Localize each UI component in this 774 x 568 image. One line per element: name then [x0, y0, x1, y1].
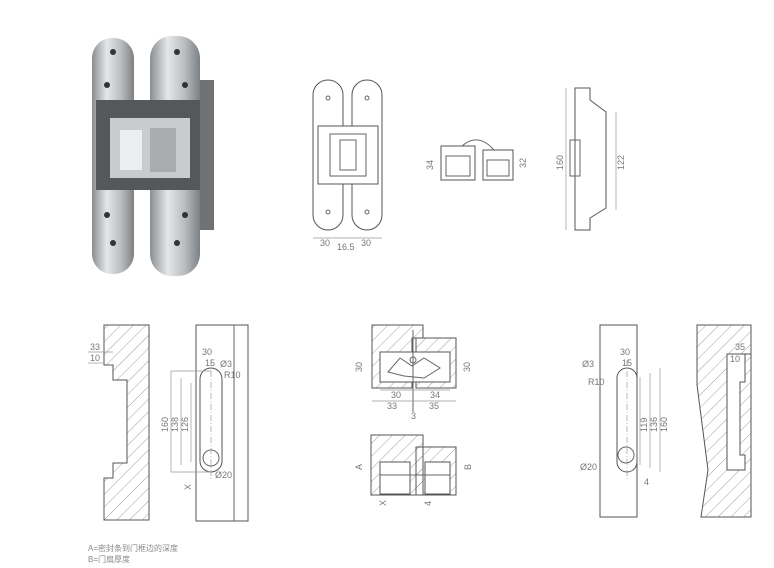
dim-plate-left: 30 — [320, 238, 330, 248]
hole-diameter: Ø3 — [220, 359, 232, 369]
legend-b: B=门扇厚度 — [88, 555, 131, 564]
dim-plan-30: 30 — [391, 390, 401, 400]
hinge-photo — [92, 36, 214, 276]
plan-section: 30 30 30 34 33 35 3 — [354, 324, 472, 421]
hole-diameter: Ø3 — [582, 359, 594, 369]
legend-a: A=密封条到门框边的深度 — [88, 544, 179, 553]
label-a: A — [354, 464, 364, 470]
dim-door-126: 126 — [180, 417, 190, 432]
dim-frame-10: 10 — [90, 353, 100, 363]
elevation-section: A B X 4 — [354, 434, 473, 506]
offset-4: 4 — [644, 477, 649, 487]
dim-door-30: 30 — [620, 347, 630, 357]
dim-side-body: 122 — [616, 155, 626, 170]
dim-door-119: 119 — [639, 418, 649, 432]
side-view: 160 122 — [555, 87, 626, 231]
dim-gap: 16.5 — [337, 242, 355, 252]
dim-top-left: 34 — [425, 160, 435, 170]
bore-diameter: Ø20 — [580, 462, 597, 472]
dim-door-30: 30 — [202, 347, 212, 357]
top-view: 34 32 — [425, 139, 528, 181]
dim-side-total: 160 — [555, 155, 565, 170]
label-b: B — [463, 464, 473, 470]
dim-door-15: 15 — [205, 358, 215, 368]
dim-plan-gap: 3 — [411, 411, 416, 421]
dim-plan-33: 33 — [387, 401, 397, 411]
dim-frame-33: 33 — [90, 342, 100, 352]
legend: A=密封条到门框边的深度 B=门扇厚度 — [88, 543, 178, 565]
frame-section-right: 35 10 — [696, 324, 752, 518]
dim-top-right: 32 — [518, 158, 528, 168]
offset-x: X — [378, 500, 388, 506]
dim-plan-right: 30 — [462, 362, 472, 372]
dim-plan-35: 35 — [429, 401, 439, 411]
offset-x: X — [183, 484, 193, 490]
dim-door-160: 160 — [160, 417, 170, 432]
door-right: 30 15 Ø3 R10 119 136 160 Ø20 4 — [580, 324, 669, 518]
dim-door-160: 160 — [659, 417, 669, 432]
dim-plan-34: 34 — [430, 390, 440, 400]
bore-diameter: Ø20 — [215, 470, 232, 480]
dim-door-136: 136 — [649, 417, 659, 432]
radius-label: R10 — [588, 377, 605, 387]
dim-plan-left: 30 — [354, 362, 364, 372]
dim-frame-10: 10 — [730, 354, 740, 364]
dim-plate-right: 30 — [361, 238, 371, 248]
front-view: 30 16.5 30 — [312, 79, 383, 252]
door-left: 160 138 126 30 15 Ø3 R10 Ø20 X — [160, 324, 249, 522]
frame-section-left: 33 10 — [88, 324, 150, 521]
dim-door-138: 138 — [170, 417, 180, 432]
offset-4: 4 — [423, 501, 433, 506]
dim-door-15: 15 — [622, 358, 632, 368]
dim-frame-35: 35 — [735, 342, 745, 352]
radius-label: R10 — [224, 370, 241, 380]
